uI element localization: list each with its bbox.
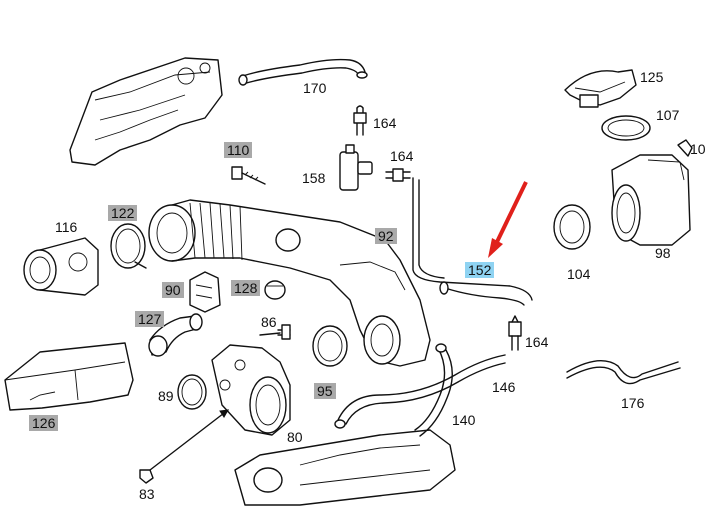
callout-164-right: 164 <box>525 334 549 350</box>
valve-164-right-part <box>508 315 522 351</box>
callout-164-top: 164 <box>373 115 397 131</box>
intake-duct-92-part <box>148 199 431 367</box>
valve-164-mid-part <box>385 168 411 182</box>
callout-95: 95 <box>314 383 336 399</box>
callout-90: 90 <box>162 282 184 298</box>
callout-89: 89 <box>158 388 174 404</box>
callout-128: 128 <box>231 280 261 296</box>
callout-158: 158 <box>302 170 326 186</box>
callout-140: 140 <box>452 412 476 428</box>
bolt-110-part <box>231 166 266 185</box>
ring-89-part <box>177 374 207 410</box>
tube-176-part <box>566 360 681 385</box>
callout-164-mid: 164 <box>390 148 414 164</box>
intake-manifold-part <box>234 429 456 506</box>
housing-98-part <box>611 154 691 246</box>
callout-176: 176 <box>621 395 645 411</box>
callout-107: 107 <box>656 107 680 123</box>
callout-98: 98 <box>655 245 671 261</box>
callout-146: 146 <box>492 379 516 395</box>
callout-110: 110 <box>224 142 253 158</box>
callout-127: 127 <box>135 311 165 327</box>
clamp-122-part <box>110 223 147 269</box>
elbow-127-part <box>148 313 203 357</box>
callout-104: 104 <box>567 266 591 282</box>
hose-140-part <box>414 343 453 437</box>
t-piece-158-part <box>339 144 373 191</box>
part-90 <box>189 271 221 313</box>
callout-125: 125 <box>640 69 664 85</box>
clamp-104-part <box>553 204 591 250</box>
air-filter-126-part <box>4 342 134 411</box>
callout-152: 152 <box>465 262 495 278</box>
callout-80: 80 <box>287 429 303 445</box>
ring-107-part <box>601 115 651 141</box>
callout-86: 86 <box>261 314 277 330</box>
callout-10: 10 <box>690 141 706 157</box>
plug-128-part <box>264 280 286 300</box>
engine-cover-part <box>69 57 223 166</box>
callout-170: 170 <box>303 80 327 96</box>
clamp-125-part <box>564 69 637 108</box>
callout-116: 116 <box>55 219 78 235</box>
hose-152-part <box>412 177 533 306</box>
callout-92: 92 <box>375 228 397 244</box>
valve-164-top-part <box>353 105 367 136</box>
throttle-body-80-part <box>211 344 291 436</box>
leader-line <box>149 409 229 471</box>
clamp-95-part <box>312 325 348 367</box>
callout-122: 122 <box>108 205 138 221</box>
clip-10-part <box>677 139 693 157</box>
arrowhead <box>219 409 229 418</box>
sensor-116-part <box>23 237 99 296</box>
callout-83: 83 <box>139 486 155 502</box>
clip-83-part <box>139 469 154 484</box>
callout-126: 126 <box>29 415 59 431</box>
bolt-86-part <box>259 324 291 340</box>
hose-146-part <box>334 354 506 429</box>
hose-170-part <box>238 58 368 86</box>
